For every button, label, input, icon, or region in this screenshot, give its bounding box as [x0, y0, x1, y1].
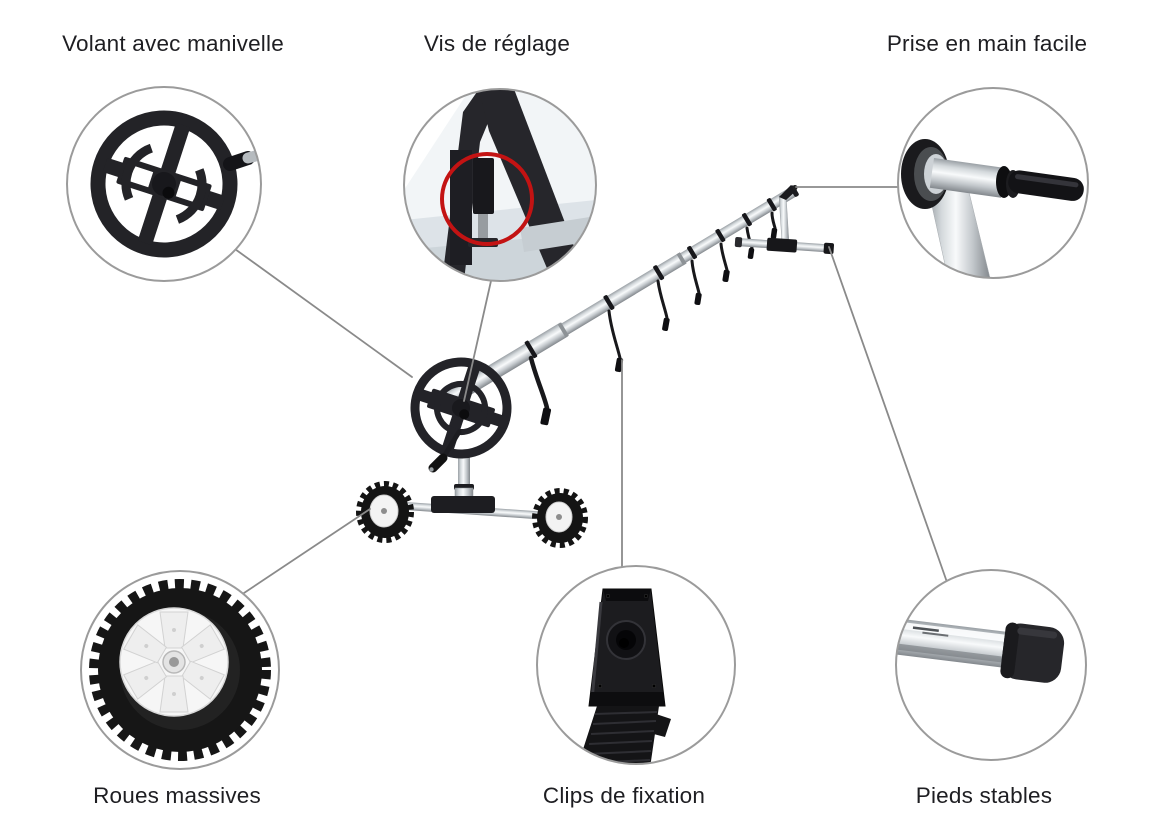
callout-label-vis-de-reglage: Vis de réglage — [423, 31, 571, 56]
fixation-clips — [528, 211, 778, 426]
detail-circle-vis — [403, 88, 597, 282]
leader-lines — [227, 186, 949, 600]
rubber-foot-cap-icon — [896, 570, 1086, 760]
callout-label-roues-massives: Roues massives — [93, 783, 261, 808]
fixation-clip-strap-icon — [537, 566, 735, 764]
solid-wheel-icon — [81, 571, 279, 769]
cart-wheel-left — [356, 481, 414, 543]
grip-handle-icon — [898, 88, 1088, 278]
detail-circle-volant — [66, 86, 262, 282]
adjustment-screw-highlight-icon — [404, 89, 596, 281]
cart — [356, 357, 588, 548]
product-photo — [356, 185, 835, 548]
callout-label-clips-de-fixation: Clips de fixation — [542, 783, 706, 808]
detail-circle-clips — [536, 565, 736, 765]
leader-line-vis — [463, 271, 494, 402]
detail-circle-pieds — [895, 569, 1087, 761]
leader-line-roues — [234, 508, 371, 600]
cart-handwheel — [410, 357, 512, 459]
red-highlight-ring — [440, 152, 534, 246]
callout-label-pieds-stables: Pieds stables — [915, 783, 1053, 808]
callout-label-volant-avec-manivelle: Volant avec manivelle — [62, 31, 284, 56]
callout-label-prise-en-main-facile: Prise en main facile — [886, 31, 1088, 56]
detail-circle-roues — [80, 570, 280, 770]
cart-wheel-right — [532, 488, 588, 548]
handwheel-with-crank-icon — [90, 110, 261, 258]
leader-line-pieds — [828, 246, 949, 586]
leader-line-volant — [227, 243, 413, 378]
detail-circle-prise — [897, 87, 1089, 279]
detail-circle-borders — [66, 86, 1089, 770]
